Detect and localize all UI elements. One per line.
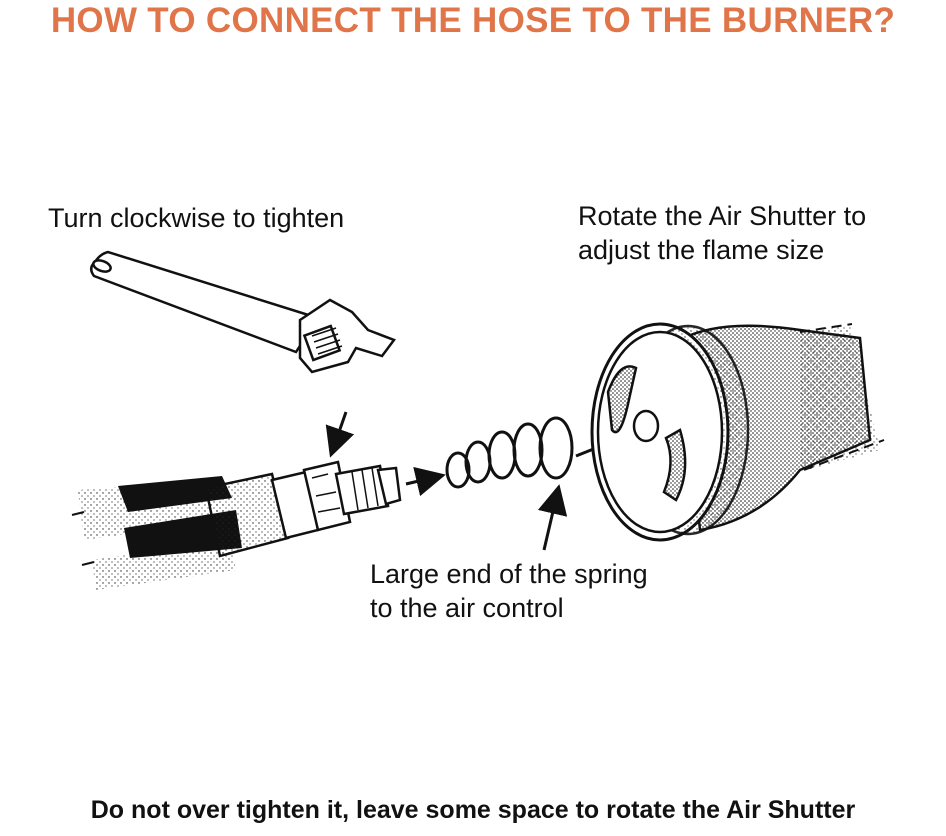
label-spring-end: Large end of the spring to the air contr… xyxy=(370,557,648,625)
label-spring-line1: Large end of the spring xyxy=(370,559,648,589)
label-spring-line2: to the air control xyxy=(370,593,564,623)
label-rotate-line1: Rotate the Air Shutter to xyxy=(578,201,867,231)
wrench-icon xyxy=(90,250,396,374)
fitting-icon xyxy=(204,460,402,558)
label-rotate-line2: adjust the flame size xyxy=(578,235,825,265)
label-rotate-air-shutter: Rotate the Air Shutter to adjust the fla… xyxy=(578,199,866,267)
label-turn-clockwise: Turn clockwise to tighten xyxy=(48,201,344,235)
arrow-to-nut xyxy=(325,411,355,458)
arrow-to-spring-end xyxy=(537,484,568,551)
spring-icon xyxy=(445,416,574,489)
page-title: HOW TO CONNECT THE HOSE TO THE BURNER? xyxy=(50,1,896,40)
burner-icon xyxy=(590,322,885,542)
footer-warning: Do not over tighten it, leave some space… xyxy=(90,796,856,824)
arrow-to-spring xyxy=(405,466,446,497)
label-turn-text: Turn clockwise to tighten xyxy=(48,203,345,233)
